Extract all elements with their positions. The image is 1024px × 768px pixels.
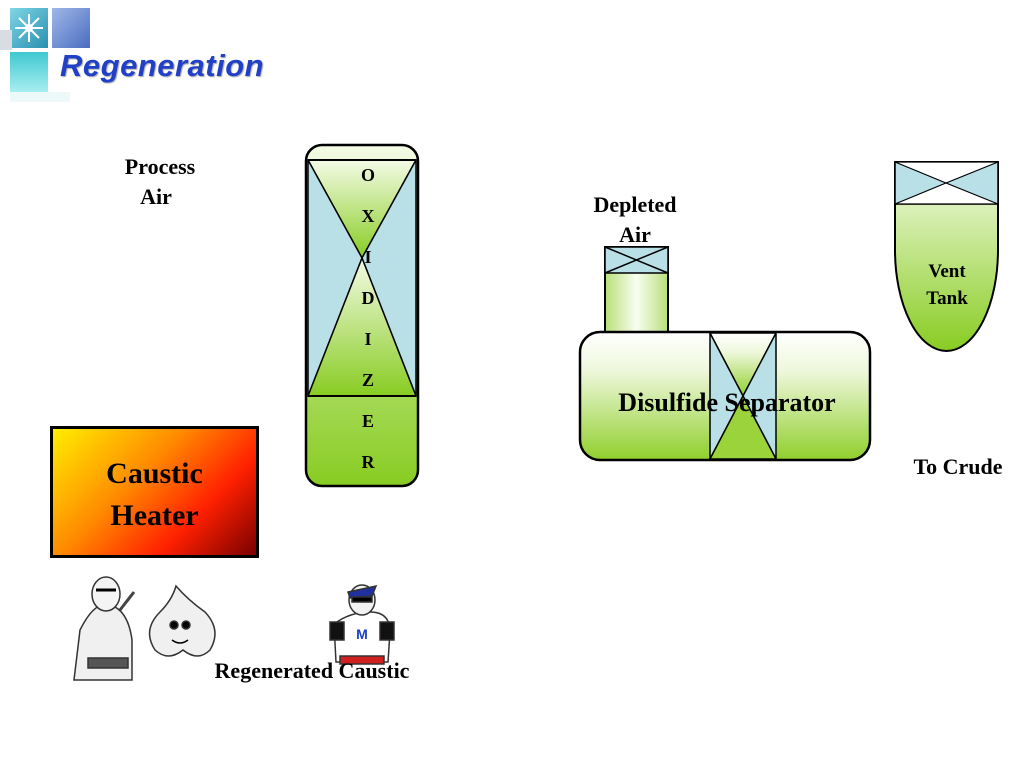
separator-label: Disulfide Separator (618, 388, 836, 417)
process-air-line-2: Air (140, 184, 172, 209)
heater-line-2: Heater (110, 499, 199, 532)
vent-tank-label: Vent Tank (906, 258, 988, 312)
caustic-heater-label: Caustic Heater (53, 453, 256, 537)
oxidizer-column (304, 143, 420, 488)
oxidizer-letter: E (361, 411, 374, 431)
slide-title: Regeneration (60, 48, 265, 83)
process-air-line-1: Process (124, 154, 196, 179)
oxidizer-letter: O (360, 165, 375, 185)
depleted-air-label: Depleted Air (580, 190, 690, 250)
to-crude-label: To Crude (913, 454, 1003, 479)
caustic-heater: Caustic Heater (50, 426, 259, 558)
regenerated-caustic-label: Regenerated Caustic (214, 658, 410, 683)
oxidizer-letter: I (364, 247, 372, 267)
oxidizer-letter: X (361, 206, 375, 226)
cartoon-garlic-figure (148, 584, 216, 657)
oxidizer-letter: Z (361, 370, 374, 390)
cartoon-captain-figure: M (329, 584, 395, 665)
vent-tank-line-2: Tank (926, 288, 968, 309)
oxidizer-letter: R (361, 452, 375, 472)
svg-text:M: M (356, 626, 368, 642)
separator-stack (604, 246, 669, 336)
depleted-air-line-2: Air (619, 222, 651, 247)
oxidizer-letter: D (361, 288, 375, 308)
disulfide-separator (578, 330, 872, 462)
vent-tank-line-1: Vent (928, 261, 966, 282)
company-logo (0, 8, 90, 102)
depleted-air-line-1: Depleted (593, 192, 677, 217)
vent-tank (894, 161, 999, 352)
process-air-label: Process Air (110, 152, 210, 212)
cartoon-hero-figure (73, 576, 136, 681)
heater-line-1: Caustic (106, 457, 203, 490)
oxidizer-letter: I (364, 329, 372, 349)
